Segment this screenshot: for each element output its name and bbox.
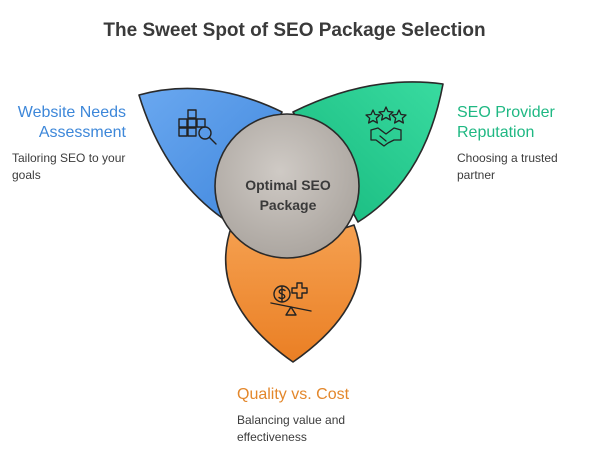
puzzle-magnifier-icon — [178, 109, 217, 145]
diagram-title: The Sweet Spot of SEO Package Selection — [103, 20, 486, 41]
website-needs-description: Tailoring SEO to your goals — [12, 151, 126, 182]
center-circle — [214, 113, 360, 259]
seo-provider-title: SEO Provider Reputation — [457, 104, 555, 141]
quality-cost-description: Balancing value and effectiveness — [237, 413, 346, 444]
dollar-scale-icon — [270, 282, 312, 316]
quality-cost-title: Quality vs. Cost — [237, 386, 350, 403]
center-label: Optimal SEO Package — [245, 177, 331, 213]
seo-provider-description: Choosing a trusted partner — [457, 151, 558, 182]
stars-handshake-icon — [365, 106, 407, 147]
website-needs-title: Website Needs Assessment — [17, 104, 126, 141]
